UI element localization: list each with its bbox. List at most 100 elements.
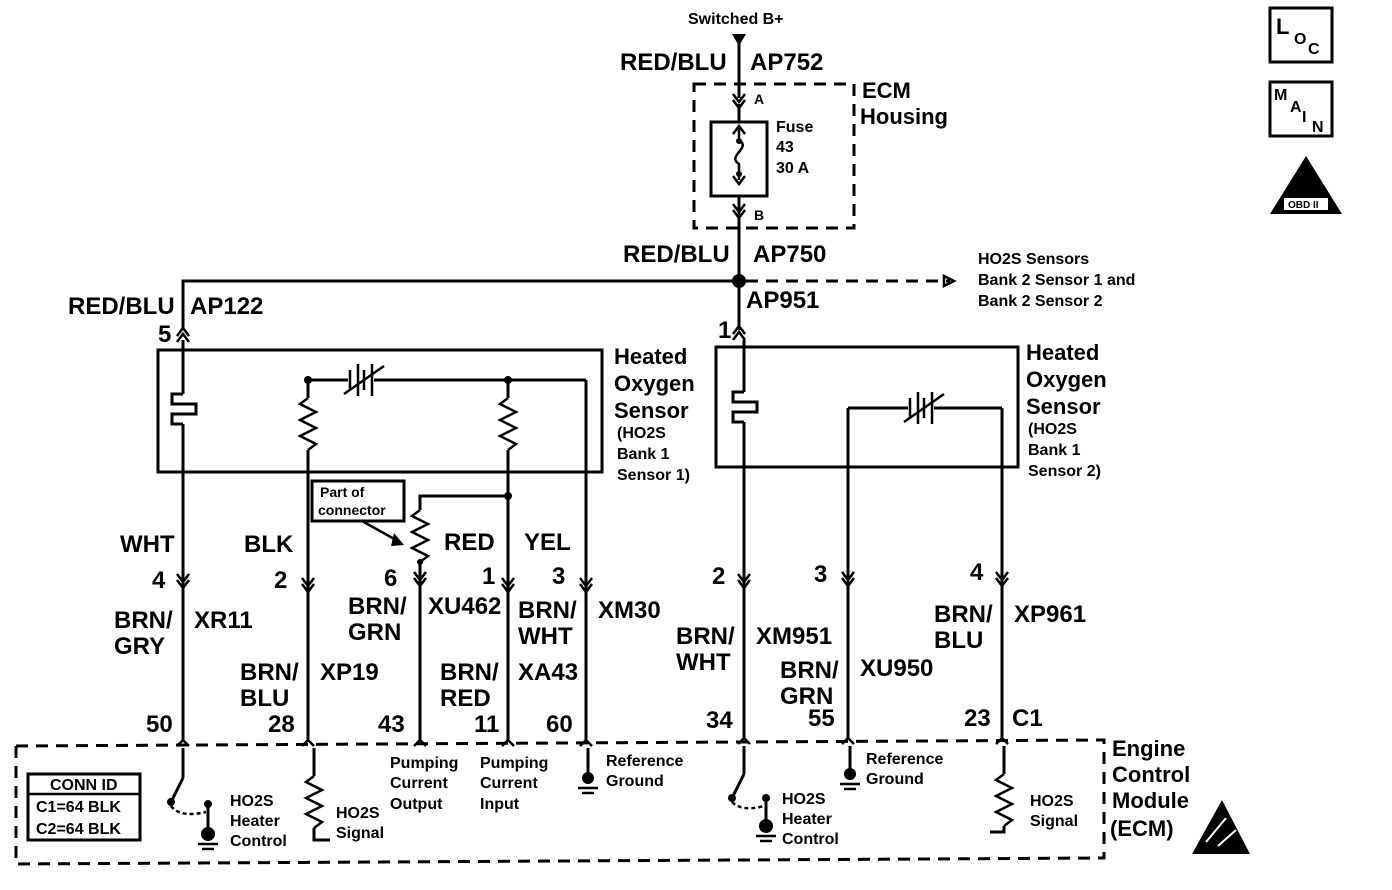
xa43-color-2: RED (440, 685, 491, 712)
sig2-wire-bottom (990, 826, 1006, 834)
sig1-wire-bottom (312, 828, 330, 842)
hc1-ground-icon (201, 827, 215, 841)
wire-yel-label: YEL (524, 529, 571, 556)
sensor1-resistor-2-icon (497, 397, 519, 451)
conn-id-title: CONN ID (50, 777, 118, 794)
esd-hand-mark (1205, 817, 1237, 847)
hc2-dashed-link (731, 801, 765, 810)
sensor2-sub-3: Sensor 2) (1028, 463, 1101, 480)
xp19-color-2: BLU (240, 685, 289, 712)
sig1-label-2: Signal (336, 825, 384, 842)
ecm-title-3: Module (1112, 788, 1189, 813)
sensor2-sub-2: Bank 1 (1028, 442, 1081, 459)
ecm-housing-label-2: Housing (860, 104, 948, 129)
ecm-pin-28: 28 (268, 711, 295, 738)
branch-label-2: Bank 2 Sensor 1 and (978, 272, 1135, 289)
conn-xu462-icon (413, 571, 427, 589)
sensor2-connector-icon (732, 323, 746, 341)
term-23-icon (995, 736, 1009, 745)
ecm-title-4: (ECM) (1110, 816, 1174, 841)
xu462-color-2: GRN (348, 619, 401, 646)
pin-a-label: A (754, 91, 764, 107)
pump-in-label-2: Current (480, 775, 538, 792)
loc-letter-l: L (1276, 14, 1289, 39)
part-of-connector-arrow-icon (391, 533, 404, 546)
sensor1-pin: 5 (158, 321, 171, 348)
fuse-label-3: 30 A (776, 160, 810, 177)
rg1-label-2: Ground (606, 773, 664, 790)
switched-b-plus-label: Switched B+ (688, 11, 784, 28)
hc1-ground-lines (198, 842, 218, 851)
ecm-title-1: Engine (1112, 736, 1185, 761)
connector-c1-label: C1 (1012, 705, 1043, 732)
xu950-id: XU950 (860, 655, 933, 682)
branch-label-3: Bank 2 Sensor 2 (978, 293, 1103, 310)
connector-resistor-icon (409, 509, 431, 563)
pin-2-left: 2 (274, 567, 287, 594)
sensor1-title-2: Oxygen (614, 371, 695, 396)
fuse-element-icon (732, 123, 746, 187)
xr11-color-2: GRY (114, 633, 165, 660)
ecm-title-2: Control (1112, 762, 1190, 787)
sensor2-title-1: Heated (1026, 340, 1099, 365)
conn-xa43-icon (501, 577, 515, 595)
branch-label-1: HO2S Sensors (978, 251, 1089, 268)
connector-resistor-dot (417, 559, 423, 565)
pin-3-right: 3 (814, 561, 827, 588)
hc1-label-1: HO2S (230, 793, 274, 810)
sensor2-pin: 1 (718, 317, 731, 344)
wire-ap122-color: RED/BLU (68, 293, 175, 320)
sensor2-heater-icon (731, 390, 759, 424)
xa43-color-1: BRN/ (440, 659, 499, 686)
sensor1-cell-icon (348, 364, 374, 396)
conn-xp19-icon (301, 577, 315, 595)
conn-xp961-icon (995, 571, 1009, 589)
fuse-dot-1 (736, 138, 742, 144)
sensor1-heater-icon (170, 392, 198, 426)
hc2-label-3: Control (782, 831, 839, 848)
wire-blk-label: BLK (244, 531, 294, 558)
supply-arrow-icon (732, 34, 746, 46)
obd-ii-text: OBD II (1288, 200, 1319, 211)
xm30-id: XM30 (598, 597, 661, 624)
pump-out-label-2: Current (390, 775, 448, 792)
pin-6-left: 6 (384, 565, 397, 592)
sensor1-sub-3: Sensor 1) (617, 467, 690, 484)
hc1-dashed-link (170, 805, 207, 816)
rg2-label-1: Reference (866, 751, 943, 768)
sig2-label-2: Signal (1030, 813, 1078, 830)
part-of-connector-leader (361, 519, 397, 542)
branch-arrow-icon (942, 273, 957, 289)
part-of-connector-1: Part of (320, 484, 365, 500)
ecm-housing-box (692, 82, 856, 230)
sensor2-sub-1: (HO2S (1028, 421, 1077, 438)
hc2-switch-icon (731, 773, 746, 797)
sensor2-title-2: Oxygen (1026, 367, 1107, 392)
main-letter-a: A (1290, 99, 1302, 116)
esd-warning-icon (1192, 800, 1250, 854)
obd-ii-badge (1284, 198, 1328, 210)
conn-id-table (26, 772, 142, 842)
sensor2-cell-icon (908, 392, 934, 424)
pin-4-left: 4 (152, 567, 166, 594)
hc2-contact (728, 794, 736, 802)
fuse-label-1: Fuse (776, 119, 813, 136)
xr11-color-1: BRN/ (114, 607, 173, 634)
rg1-ground-lines (578, 786, 598, 795)
ecm-pin-11: 11 (474, 711, 499, 738)
rg2-label-2: Ground (866, 771, 924, 788)
sig2-label-1: HO2S (1030, 793, 1074, 810)
fuse-label-2: 43 (776, 139, 794, 156)
hc1-label-3: Control (230, 833, 287, 850)
main-letter-n: N (1312, 119, 1324, 136)
xp19-id: XP19 (320, 659, 379, 686)
wire-ap951-id: AP951 (746, 287, 819, 314)
sensor2-title-3: Sensor (1026, 394, 1101, 419)
rg1-ground-icon (582, 772, 594, 784)
sensor1-node-1 (304, 376, 312, 384)
connector-resistor-wire (418, 494, 508, 510)
xr11-id: XR11 (194, 607, 253, 634)
loc-letter-c: C (1308, 41, 1320, 58)
xm951-color-2: WHT (676, 649, 731, 676)
conn-xr11-icon (176, 573, 190, 591)
